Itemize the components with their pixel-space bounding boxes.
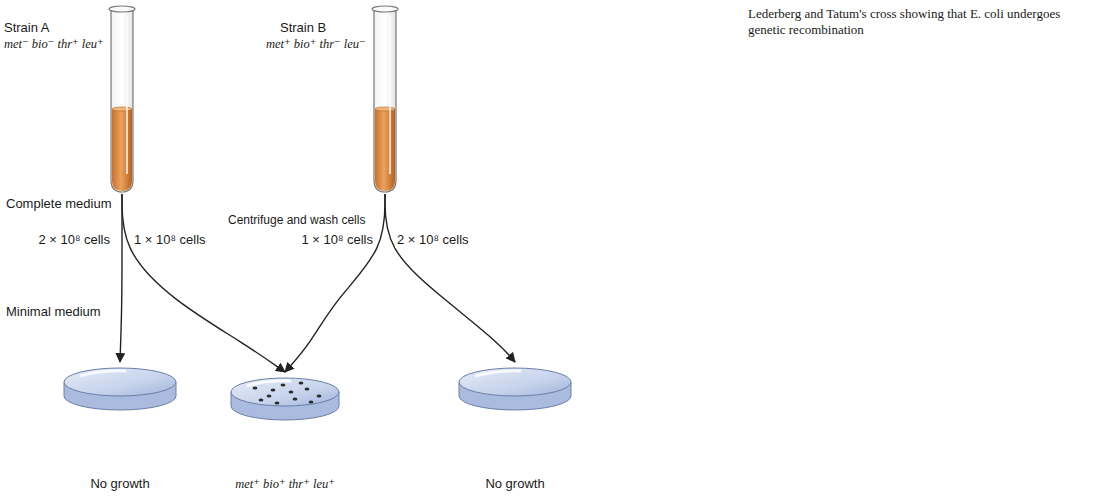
petri-plate bbox=[58, 362, 182, 424]
cell-count-label: 2 × 10⁸ cells bbox=[395, 232, 471, 248]
tube-glass bbox=[111, 10, 133, 192]
liquid-surface bbox=[112, 107, 132, 111]
bacterial-colony bbox=[317, 394, 322, 397]
petri-plate bbox=[453, 362, 577, 424]
plate-highlight bbox=[80, 371, 126, 376]
bacterial-colony bbox=[305, 387, 310, 390]
plate-medium bbox=[459, 368, 571, 396]
culture-liquid bbox=[112, 109, 132, 191]
medium-label: Complete medium bbox=[4, 196, 114, 212]
culture-liquid bbox=[375, 109, 395, 191]
bacterial-colony bbox=[309, 400, 314, 403]
strain-label: Strain B bbox=[280, 20, 402, 36]
test-tube bbox=[370, 4, 400, 194]
petri-plate: met⁺ bio⁺ thr⁺ leu⁺ bbox=[225, 372, 345, 492]
transfer-arrow bbox=[385, 194, 515, 362]
petri-plate: No growth bbox=[453, 362, 577, 492]
plate-highlight bbox=[247, 381, 291, 386]
tube-glass bbox=[374, 10, 396, 192]
bacterial-colony bbox=[289, 390, 294, 393]
bacterial-colony bbox=[299, 381, 304, 384]
culture-tube: Strain Bmet⁺ bio⁺ thr⁻ leu⁻ bbox=[262, 4, 402, 194]
procedure-label: Centrifuge and wash cells bbox=[226, 212, 367, 228]
tube-rim bbox=[109, 6, 135, 12]
bacterial-colony bbox=[293, 397, 298, 400]
cell-count-label: 1 × 10⁸ cells bbox=[132, 232, 208, 248]
bacterial-colony bbox=[281, 383, 286, 386]
result-label: No growth bbox=[485, 476, 544, 492]
bacterial-colony bbox=[271, 388, 276, 391]
genotype-label: met⁺ bio⁺ thr⁻ leu⁻ bbox=[266, 36, 402, 52]
bacterial-colony bbox=[275, 401, 280, 404]
test-tube bbox=[107, 4, 137, 194]
strain-label: Strain A bbox=[4, 20, 140, 36]
petri-plate: No growth bbox=[58, 362, 182, 492]
cell-count-label: 1 × 10⁸ cells bbox=[299, 232, 375, 248]
bacterial-colony bbox=[253, 386, 258, 389]
genotype-label: met⁻ bio⁻ thr⁺ leu⁺ bbox=[4, 36, 140, 52]
bacterial-colony bbox=[259, 398, 264, 401]
glass-highlight bbox=[126, 16, 128, 174]
bacterial-colony bbox=[267, 394, 272, 397]
petri-plate bbox=[225, 372, 345, 434]
glass-highlight bbox=[389, 16, 391, 174]
cell-count-label: 2 × 10⁸ cells bbox=[36, 232, 112, 248]
tube-rim bbox=[372, 6, 398, 12]
genotype-label: met⁺ bio⁺ thr⁺ leu⁺ bbox=[235, 476, 335, 492]
plate-medium bbox=[231, 378, 339, 406]
plate-highlight bbox=[475, 371, 521, 376]
figure-caption: Lederberg and Tatum's cross showing that… bbox=[748, 6, 1098, 38]
culture-tube: Strain Amet⁻ bio⁻ thr⁺ leu⁺ bbox=[0, 4, 140, 194]
plate-medium bbox=[64, 368, 176, 396]
result-label: No growth bbox=[90, 476, 149, 492]
medium-label: Minimal medium bbox=[4, 304, 103, 320]
transfer-arrow bbox=[120, 194, 122, 362]
connector-group bbox=[120, 194, 515, 372]
liquid-surface bbox=[375, 107, 395, 111]
